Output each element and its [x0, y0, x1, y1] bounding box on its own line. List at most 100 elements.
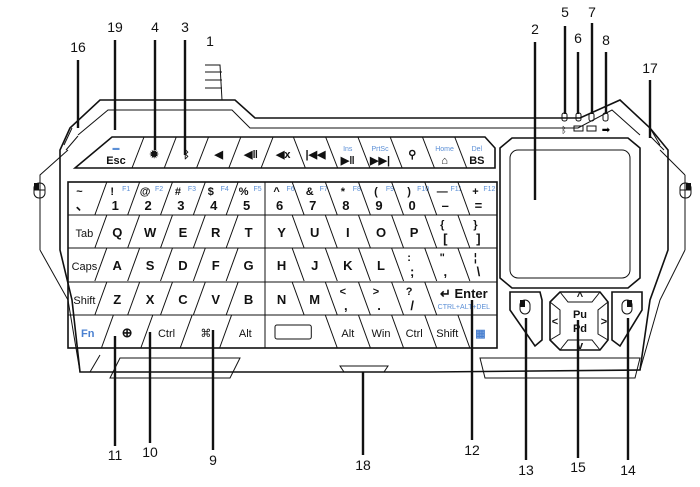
key-v[interactable]: V — [192, 281, 220, 316]
key-symbol[interactable]: +F12= — [457, 181, 496, 216]
key-space[interactable] — [274, 324, 312, 340]
next-track-icon: ▶▶| — [369, 155, 390, 167]
key-b[interactable]: B — [225, 281, 253, 316]
key-ctrl[interactable]: Ctrl — [140, 314, 175, 349]
spacebar[interactable] — [274, 324, 312, 340]
key-h[interactable]: H — [277, 258, 286, 273]
key-symbol[interactable]: ~、 — [76, 186, 89, 213]
key-8[interactable]: *F88 — [324, 181, 361, 216]
key-win[interactable]: Win — [357, 314, 390, 349]
key-a[interactable]: A — [94, 247, 123, 282]
key-label: , — [443, 264, 447, 279]
key-alt[interactable]: Alt — [324, 314, 354, 349]
nav-right-arrow[interactable]: > — [601, 316, 607, 328]
key-symbol[interactable]: ▦ — [457, 314, 486, 349]
callout-16: 16 — [70, 39, 86, 128]
key-volume-down[interactable]: ◀ — [196, 136, 224, 169]
key-q[interactable]: Q — [94, 214, 122, 249]
key-label: ; — [410, 264, 414, 279]
key-symbol[interactable]: ?/ — [391, 281, 415, 316]
key-s[interactable]: S — [127, 247, 155, 282]
key-e[interactable]: E — [160, 214, 188, 249]
key-o[interactable]: O — [357, 214, 386, 249]
key-shift[interactable]: Shift — [73, 295, 95, 307]
key-shift-label: ^ — [273, 186, 280, 198]
key-tab[interactable]: Tab — [76, 228, 94, 240]
touchpad[interactable] — [499, 137, 641, 289]
nav-down-arrow[interactable]: v — [577, 340, 584, 352]
key-j[interactable]: J — [291, 247, 318, 282]
page-down-label[interactable]: Pd — [573, 323, 587, 335]
key-search[interactable]: ⚲ — [389, 136, 416, 169]
key-i[interactable]: I — [324, 214, 350, 249]
key-symbol[interactable]: {[ — [424, 214, 448, 249]
key-y[interactable]: Y — [277, 225, 286, 240]
key-symbol[interactable]: }] — [457, 214, 481, 249]
key-l[interactable]: L — [357, 247, 385, 282]
key-n[interactable]: N — [277, 292, 286, 307]
key-symbol[interactable]: >. — [357, 281, 381, 316]
key-w[interactable]: W — [127, 214, 157, 249]
key-k[interactable]: K — [324, 247, 353, 282]
key-c[interactable]: C — [160, 281, 189, 316]
key-r[interactable]: R — [192, 214, 221, 249]
navigation-pad[interactable]: ^ v < > Pu Pd — [549, 291, 609, 352]
key-g[interactable]: G — [225, 247, 254, 282]
key-next-track[interactable]: PrtSc▶▶| — [357, 136, 390, 169]
key-esc[interactable]: ▬Esc — [106, 145, 126, 167]
svg-text:17: 17 — [642, 60, 658, 76]
key-u[interactable]: U — [291, 214, 319, 249]
key-label: 7 — [309, 198, 316, 213]
key-shift[interactable]: Shift — [424, 314, 459, 349]
esc-icon: Esc — [106, 155, 126, 167]
svg-text:12: 12 — [464, 442, 480, 458]
key-symbol[interactable]: <, — [324, 281, 348, 316]
key-z[interactable]: Z — [94, 281, 121, 316]
key-symbol[interactable]: ⊕ — [100, 314, 133, 349]
right-side-mouse-icon — [679, 182, 692, 199]
key-caps[interactable]: Caps — [72, 261, 98, 273]
key-symbol[interactable]: :; — [391, 247, 415, 282]
key-7[interactable]: &F77 — [291, 181, 328, 216]
key-3[interactable]: #F33 — [160, 181, 197, 216]
key-shift-label: @ — [140, 186, 151, 198]
key-p[interactable]: P — [391, 214, 419, 249]
left-mouse-button[interactable] — [509, 291, 543, 348]
key-symbol[interactable]: —F11– — [424, 181, 462, 216]
key-9[interactable]: (F99 — [357, 181, 394, 216]
key-4[interactable]: $F44 — [192, 181, 229, 216]
key-label: M — [309, 292, 320, 307]
right-mouse-button[interactable] — [611, 291, 643, 348]
key-shift-label: ¦ — [474, 252, 477, 264]
nav-up-arrow[interactable]: ^ — [577, 291, 584, 303]
key-play-pause[interactable]: Ins▶ǁ — [325, 136, 355, 169]
key-symbol[interactable]: ¦\ — [457, 247, 481, 282]
nav-left-arrow[interactable]: < — [552, 316, 558, 328]
key-home[interactable]: Home⌂ — [421, 136, 454, 169]
key-m[interactable]: M — [291, 281, 320, 316]
key-symbol[interactable]: ⌘ — [179, 314, 211, 349]
svg-text:16: 16 — [70, 39, 86, 55]
key-alt[interactable]: Alt — [219, 314, 252, 349]
key-symbol[interactable]: ", — [424, 247, 447, 282]
key-5[interactable]: %F55 — [225, 181, 262, 216]
key-t[interactable]: T — [225, 214, 253, 249]
key-f[interactable]: F — [192, 247, 220, 282]
key-6[interactable]: ^F66 — [273, 186, 294, 213]
key-d[interactable]: D — [160, 247, 188, 282]
key-previous-track[interactable]: |◀◀ — [292, 136, 326, 169]
key-2[interactable]: @F22 — [127, 181, 164, 216]
key-bluetooth[interactable]: ᛒ — [163, 136, 190, 169]
key-volume-up[interactable]: ◀ǁ — [228, 136, 258, 169]
key-ctrl[interactable]: Ctrl — [391, 314, 423, 349]
key-mute[interactable]: ◀x — [260, 136, 291, 169]
key-fn[interactable]: Fn — [81, 328, 95, 340]
key-x[interactable]: X — [127, 281, 155, 316]
key-brightness[interactable]: ✹ — [131, 136, 160, 169]
key-label: Shift — [436, 328, 458, 340]
key-1[interactable]: !F11 — [94, 181, 131, 216]
page-up-label[interactable]: Pu — [573, 309, 587, 321]
